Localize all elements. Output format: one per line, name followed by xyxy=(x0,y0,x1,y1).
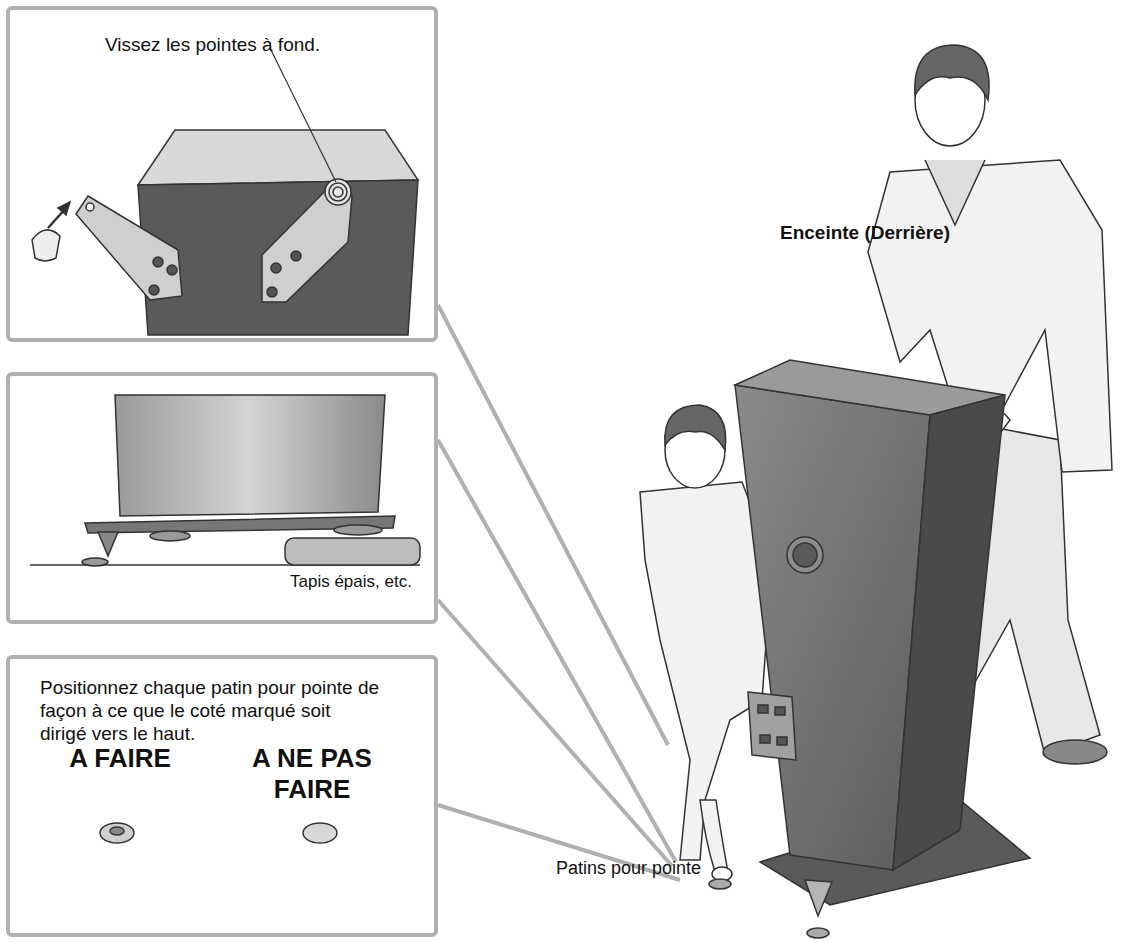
instruction-text: Vissez les pointes à fond. xyxy=(105,34,405,57)
cabinet-bottom-detail-shape xyxy=(270,48,336,182)
leader-lines-shape xyxy=(438,305,668,745)
carpet-detail-shape xyxy=(98,532,118,556)
speaker-cabinet-shape xyxy=(893,395,1005,870)
cabinet-bottom-detail-shape xyxy=(325,179,351,205)
do-heading: A FAIRE xyxy=(50,743,190,774)
leader-lines xyxy=(438,305,680,880)
speaker-cabinet-shape xyxy=(807,928,829,938)
crouching-person-shape xyxy=(700,800,728,872)
cabinet-bottom-detail-shape xyxy=(76,196,182,300)
callout-box: Positionnez chaque patin pour pointe de … xyxy=(6,655,438,937)
cabinet-bottom-detail-shape xyxy=(153,257,163,267)
spike-pad-examples-shape xyxy=(110,827,124,835)
cabinet-bottom-detail-shape xyxy=(291,251,301,261)
speaker-cabinet-shape xyxy=(777,737,787,745)
callout-box: Tapis épais, etc. xyxy=(6,372,438,624)
speaker-cabinet-shape xyxy=(805,880,832,916)
spike-pad-examples-shape xyxy=(100,823,134,843)
speaker-cabinet-shape xyxy=(793,543,817,567)
spike-pad-examples xyxy=(100,823,337,843)
standing-person-shape xyxy=(925,160,985,225)
part-label: Tapis épais, etc. xyxy=(290,572,440,592)
standing-person-shape xyxy=(915,45,989,100)
speaker-cabinet-shape xyxy=(709,879,731,889)
speaker-label: Enceinte (Derrière) xyxy=(780,222,1000,245)
cabinet-bottom-detail-shape xyxy=(138,180,418,335)
speaker-cabinet xyxy=(709,360,1005,938)
cabinet-bottom-detail-shape xyxy=(58,202,70,215)
cabinet-bottom-detail-shape xyxy=(149,285,159,295)
carpet-detail-shape xyxy=(82,558,108,566)
dont-heading: A NE PAS FAIRE xyxy=(222,743,402,805)
instruction-text: Positionnez chaque patin pour pointe de … xyxy=(40,677,380,745)
leader-lines-shape xyxy=(438,600,672,866)
spike-pad-examples-shape xyxy=(303,823,337,843)
cabinet-bottom-detail xyxy=(32,48,418,335)
crouching-person-shape xyxy=(665,405,726,450)
standing-person-shape xyxy=(1043,740,1107,764)
carpet-detail-shape xyxy=(285,538,420,565)
callout-box: Vissez les pointes à fond. xyxy=(6,6,438,342)
carpet-detail-shape xyxy=(150,531,190,541)
cabinet-bottom-detail-shape xyxy=(138,130,418,185)
speaker-cabinet-shape xyxy=(787,537,823,573)
speaker-cabinet-shape xyxy=(748,692,796,760)
cabinet-bottom-detail-shape xyxy=(32,230,60,261)
carpet-detail-shape xyxy=(115,395,385,516)
cabinet-bottom-detail-shape xyxy=(86,203,94,211)
cabinet-bottom-detail-shape xyxy=(329,183,347,201)
cabinet-bottom-detail-shape xyxy=(333,187,343,197)
cabinet-bottom-detail-shape xyxy=(271,263,281,273)
cabinet-bottom-detail-shape xyxy=(267,287,277,297)
part-label: Patins pour pointe xyxy=(556,858,756,880)
cabinet-bottom-detail-shape xyxy=(167,265,177,275)
speaker-cabinet-shape xyxy=(760,735,770,743)
speaker-cabinet-shape xyxy=(775,707,785,715)
carpet-detail-shape xyxy=(334,525,382,535)
speaker-cabinet-shape xyxy=(758,705,768,713)
carpet-detail xyxy=(30,395,420,566)
